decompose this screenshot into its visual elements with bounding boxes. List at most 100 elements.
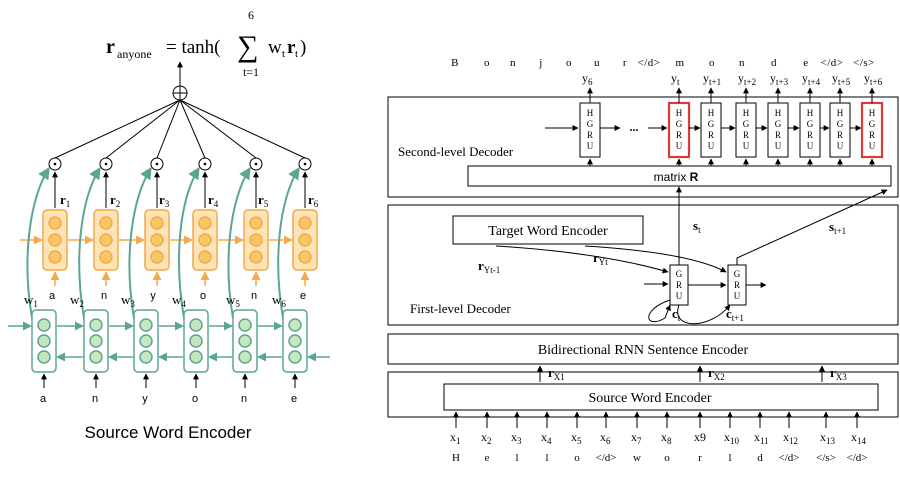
r-yt1-arrow bbox=[495, 245, 669, 274]
char-bottom-1: a bbox=[40, 393, 47, 405]
hgru-letter: U bbox=[807, 141, 814, 151]
formula-term-w: w bbox=[268, 37, 282, 58]
source-encoder-label: Source Word Encoder bbox=[588, 391, 711, 406]
char-top-1: a bbox=[49, 290, 56, 302]
char-bottom-4: o bbox=[192, 393, 198, 405]
formula-term-r: r bbox=[287, 37, 296, 58]
rx2-label: rX2 bbox=[708, 365, 725, 382]
r-label-1: r1 bbox=[60, 192, 70, 209]
s-t1-label: st+1 bbox=[829, 219, 846, 236]
s-t1-arrow bbox=[736, 189, 888, 265]
hgru-letter: H bbox=[587, 108, 594, 118]
first-level-decoder-label: First-level Decoder bbox=[410, 301, 511, 316]
x-label: x5 bbox=[571, 430, 582, 446]
svg-text:G: G bbox=[734, 269, 741, 279]
target-word-encoder-box bbox=[452, 215, 644, 245]
rx-labels: rX1 rX2 rX3 bbox=[548, 365, 847, 382]
hgru-letter: G bbox=[708, 119, 715, 129]
hgru-letter: H bbox=[869, 108, 876, 118]
hgru-letter: R bbox=[807, 130, 813, 140]
hgru-letter: H bbox=[743, 108, 750, 118]
hgru-letter: H bbox=[775, 108, 782, 118]
green-cell bbox=[133, 309, 159, 373]
dot-to-sum-line bbox=[54, 99, 181, 159]
gru-box-t: G R U bbox=[669, 264, 689, 306]
hgru-letter: G bbox=[587, 119, 594, 129]
attention-formula: r anyone = tanh( ∑ 6 t=1 w t r t ) bbox=[106, 8, 306, 79]
w-label-3: w3 bbox=[121, 292, 135, 309]
x-label: x9 bbox=[694, 430, 706, 444]
x-label: x10 bbox=[724, 430, 740, 446]
c-t-loop bbox=[648, 299, 671, 323]
source-char: l bbox=[728, 452, 731, 464]
left-title: Source Word Encoder bbox=[85, 423, 252, 442]
orange-cell bbox=[192, 209, 218, 271]
source-encoder-outer-box bbox=[387, 371, 899, 418]
orange-cell bbox=[93, 209, 119, 271]
hgru-letter: H bbox=[676, 108, 683, 118]
hgru-letter: R bbox=[676, 130, 682, 140]
x-label: x4 bbox=[541, 430, 552, 446]
r-label-5: r5 bbox=[258, 192, 269, 209]
y-label: y6 bbox=[582, 71, 593, 87]
source-char: r bbox=[698, 452, 702, 464]
rx1-label: rX1 bbox=[548, 365, 565, 382]
hgru-letter: U bbox=[869, 141, 876, 151]
r-label-6: r6 bbox=[308, 192, 319, 209]
hgru-letter: R bbox=[743, 130, 749, 140]
svg-text:G: G bbox=[676, 269, 683, 279]
column-chars: a n y o n e a n y o n e bbox=[40, 290, 306, 405]
hgru-letter: R bbox=[708, 130, 714, 140]
char-bottom-2: n bbox=[92, 393, 98, 405]
target-char: o bbox=[484, 57, 490, 69]
x-label: x3 bbox=[511, 430, 522, 446]
dot-node-icon bbox=[99, 157, 113, 208]
encoder-columns bbox=[26, 166, 318, 388]
hgru-letter: H bbox=[708, 108, 715, 118]
hgru-letter: R bbox=[837, 130, 843, 140]
char-bottom-6: e bbox=[291, 393, 297, 405]
char-top-6: e bbox=[300, 290, 306, 302]
target-char: j bbox=[538, 57, 543, 69]
char-bottom-3: y bbox=[142, 393, 148, 405]
target-char: </d> bbox=[821, 57, 844, 69]
y-label: yt+3 bbox=[770, 71, 789, 87]
char-bottom-5: n bbox=[241, 393, 247, 405]
svg-text:U: U bbox=[734, 291, 741, 301]
x-label: x1 bbox=[450, 430, 461, 446]
x-label: x12 bbox=[783, 430, 798, 446]
svg-text:R: R bbox=[676, 280, 682, 290]
y-label: yt+1 bbox=[703, 71, 721, 87]
weight-curve-arrow bbox=[277, 166, 300, 319]
source-char: o bbox=[574, 452, 580, 464]
source-encoder-box bbox=[443, 383, 879, 411]
hgru-letter: G bbox=[775, 119, 782, 129]
hgru-letter: H bbox=[807, 108, 814, 118]
source-char: </s> bbox=[816, 452, 836, 464]
svg-text:R: R bbox=[734, 280, 740, 290]
target-char: </d> bbox=[638, 57, 661, 69]
hgru-letter: G bbox=[837, 119, 844, 129]
r-label-3: r3 bbox=[159, 192, 170, 209]
hgru-letter: U bbox=[587, 141, 594, 151]
x-label: x11 bbox=[754, 430, 769, 446]
dot-node-icon bbox=[249, 157, 263, 208]
hgru-letter: U bbox=[775, 141, 782, 151]
hgru-letter: R bbox=[587, 130, 593, 140]
green-links bbox=[8, 321, 330, 362]
target-char: m bbox=[675, 57, 684, 69]
x-label: x2 bbox=[481, 430, 492, 446]
dot-node-icon bbox=[48, 157, 62, 208]
target-char: </s> bbox=[853, 57, 875, 69]
w-label-2: w2 bbox=[70, 292, 84, 309]
